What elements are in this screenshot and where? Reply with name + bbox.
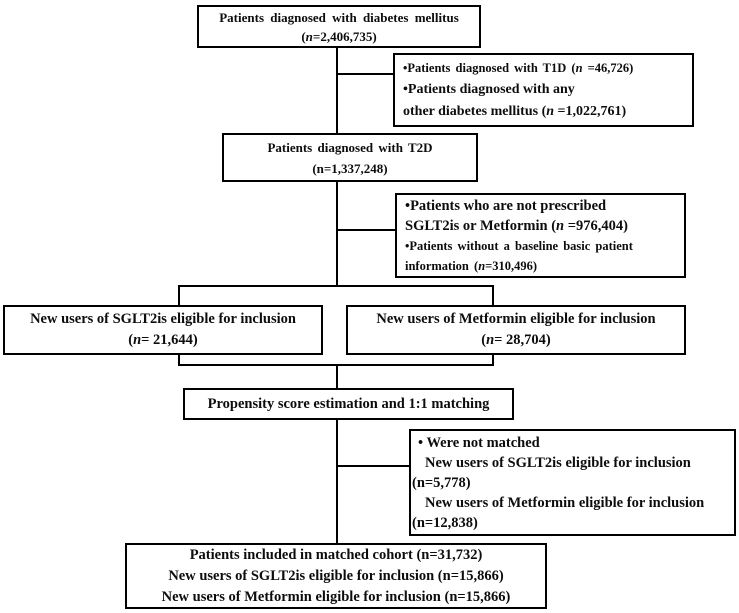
- t2d-line-1: Patients diagnosed with T2D: [267, 139, 433, 155]
- connector-matching-to-cohort: [336, 419, 338, 545]
- box-diabetes-mellitus: Patients diagnosed with diabetes mellitu…: [197, 5, 481, 48]
- matched-cohort-line-3: New users of Metformin eligible for incl…: [161, 588, 511, 605]
- not-matched-line-4: New users of Metformin eligible for incl…: [425, 494, 705, 511]
- box-not-matched: • Were not matched New users of SGLT2is …: [409, 429, 736, 536]
- box-t1d-exclusion: •Patients diagnosed with T1D (n =46,726)…: [393, 53, 694, 127]
- connector-merge-to-matching: [336, 364, 338, 390]
- connector-dm-to-t2d: [336, 48, 338, 133]
- t1d-exclusion-line-2: •Patients diagnosed with any: [403, 82, 575, 97]
- not-matched-count-sglt2i: (n=5,778): [412, 474, 471, 491]
- box-t2d: Patients diagnosed with T2D (n=1,337,248…: [222, 133, 478, 182]
- treatment-exclusion-line-2: SGLT2is or Metformin (n =976,404): [405, 217, 628, 234]
- connector-split-right-stub: [492, 285, 494, 307]
- connector-split-left-stub: [178, 285, 180, 307]
- box-matched-cohort: Patients included in matched cohort (n=3…: [125, 543, 547, 609]
- metformin-users-line-1: New users of Metformin eligible for incl…: [376, 311, 656, 327]
- treatment-exclusion-line-4: information (n=310,496): [405, 258, 538, 273]
- connector-branch-not-matched: [337, 465, 411, 467]
- box-sglt2i-new-users: New users of SGLT2is eligible for inclus…: [3, 305, 323, 355]
- metformin-users-count: (n= 28,704): [481, 332, 551, 348]
- sglt2i-users-line-1: New users of SGLT2is eligible for inclus…: [30, 311, 296, 327]
- matched-cohort-line-1: Patients included in matched cohort (n=3…: [189, 546, 483, 563]
- diabetes-mellitus-count: (n=2,406,735): [301, 28, 377, 44]
- connector-merge-right-stub: [492, 353, 494, 366]
- connector-t2d-to-split: [336, 182, 338, 287]
- propensity-matching-line-1: Propensity score estimation and 1:1 matc…: [207, 396, 490, 412]
- matched-cohort-line-2: New users of SGLT2is eligible for inclus…: [168, 567, 504, 584]
- diabetes-mellitus-line-1: Patients diagnosed with diabetes mellitu…: [219, 9, 459, 25]
- not-matched-count-metformin: (n=12,838): [412, 514, 478, 531]
- box-metformin-new-users: New users of Metformin eligible for incl…: [346, 305, 686, 355]
- treatment-exclusion-line-1: •Patients who are not prescribed: [405, 197, 607, 214]
- connector-branch-rx-exclusion: [337, 229, 396, 231]
- not-matched-line-1: • Were not matched: [418, 434, 540, 451]
- box-propensity-matching: Propensity score estimation and 1:1 matc…: [183, 388, 514, 420]
- sglt2i-users-count: (n= 21,644): [128, 332, 198, 348]
- connector-branch-t1d-exclusion: [337, 73, 394, 75]
- not-matched-line-2: New users of SGLT2is eligible for inclus…: [425, 454, 691, 471]
- treatment-exclusion-line-3: •Patients without a baseline basic patie…: [405, 238, 633, 253]
- t1d-exclusion-line-3: other diabetes mellitus (n =1,022,761): [403, 104, 627, 119]
- connector-merge-left-stub: [178, 353, 180, 366]
- box-treatment-exclusion: •Patients who are not prescribed SGLT2is…: [395, 193, 686, 278]
- connector-split-horizontal: [178, 285, 494, 287]
- t2d-count: (n=1,337,248): [312, 160, 388, 176]
- t1d-exclusion-line-1: •Patients diagnosed with T1D (n =46,726): [403, 61, 634, 75]
